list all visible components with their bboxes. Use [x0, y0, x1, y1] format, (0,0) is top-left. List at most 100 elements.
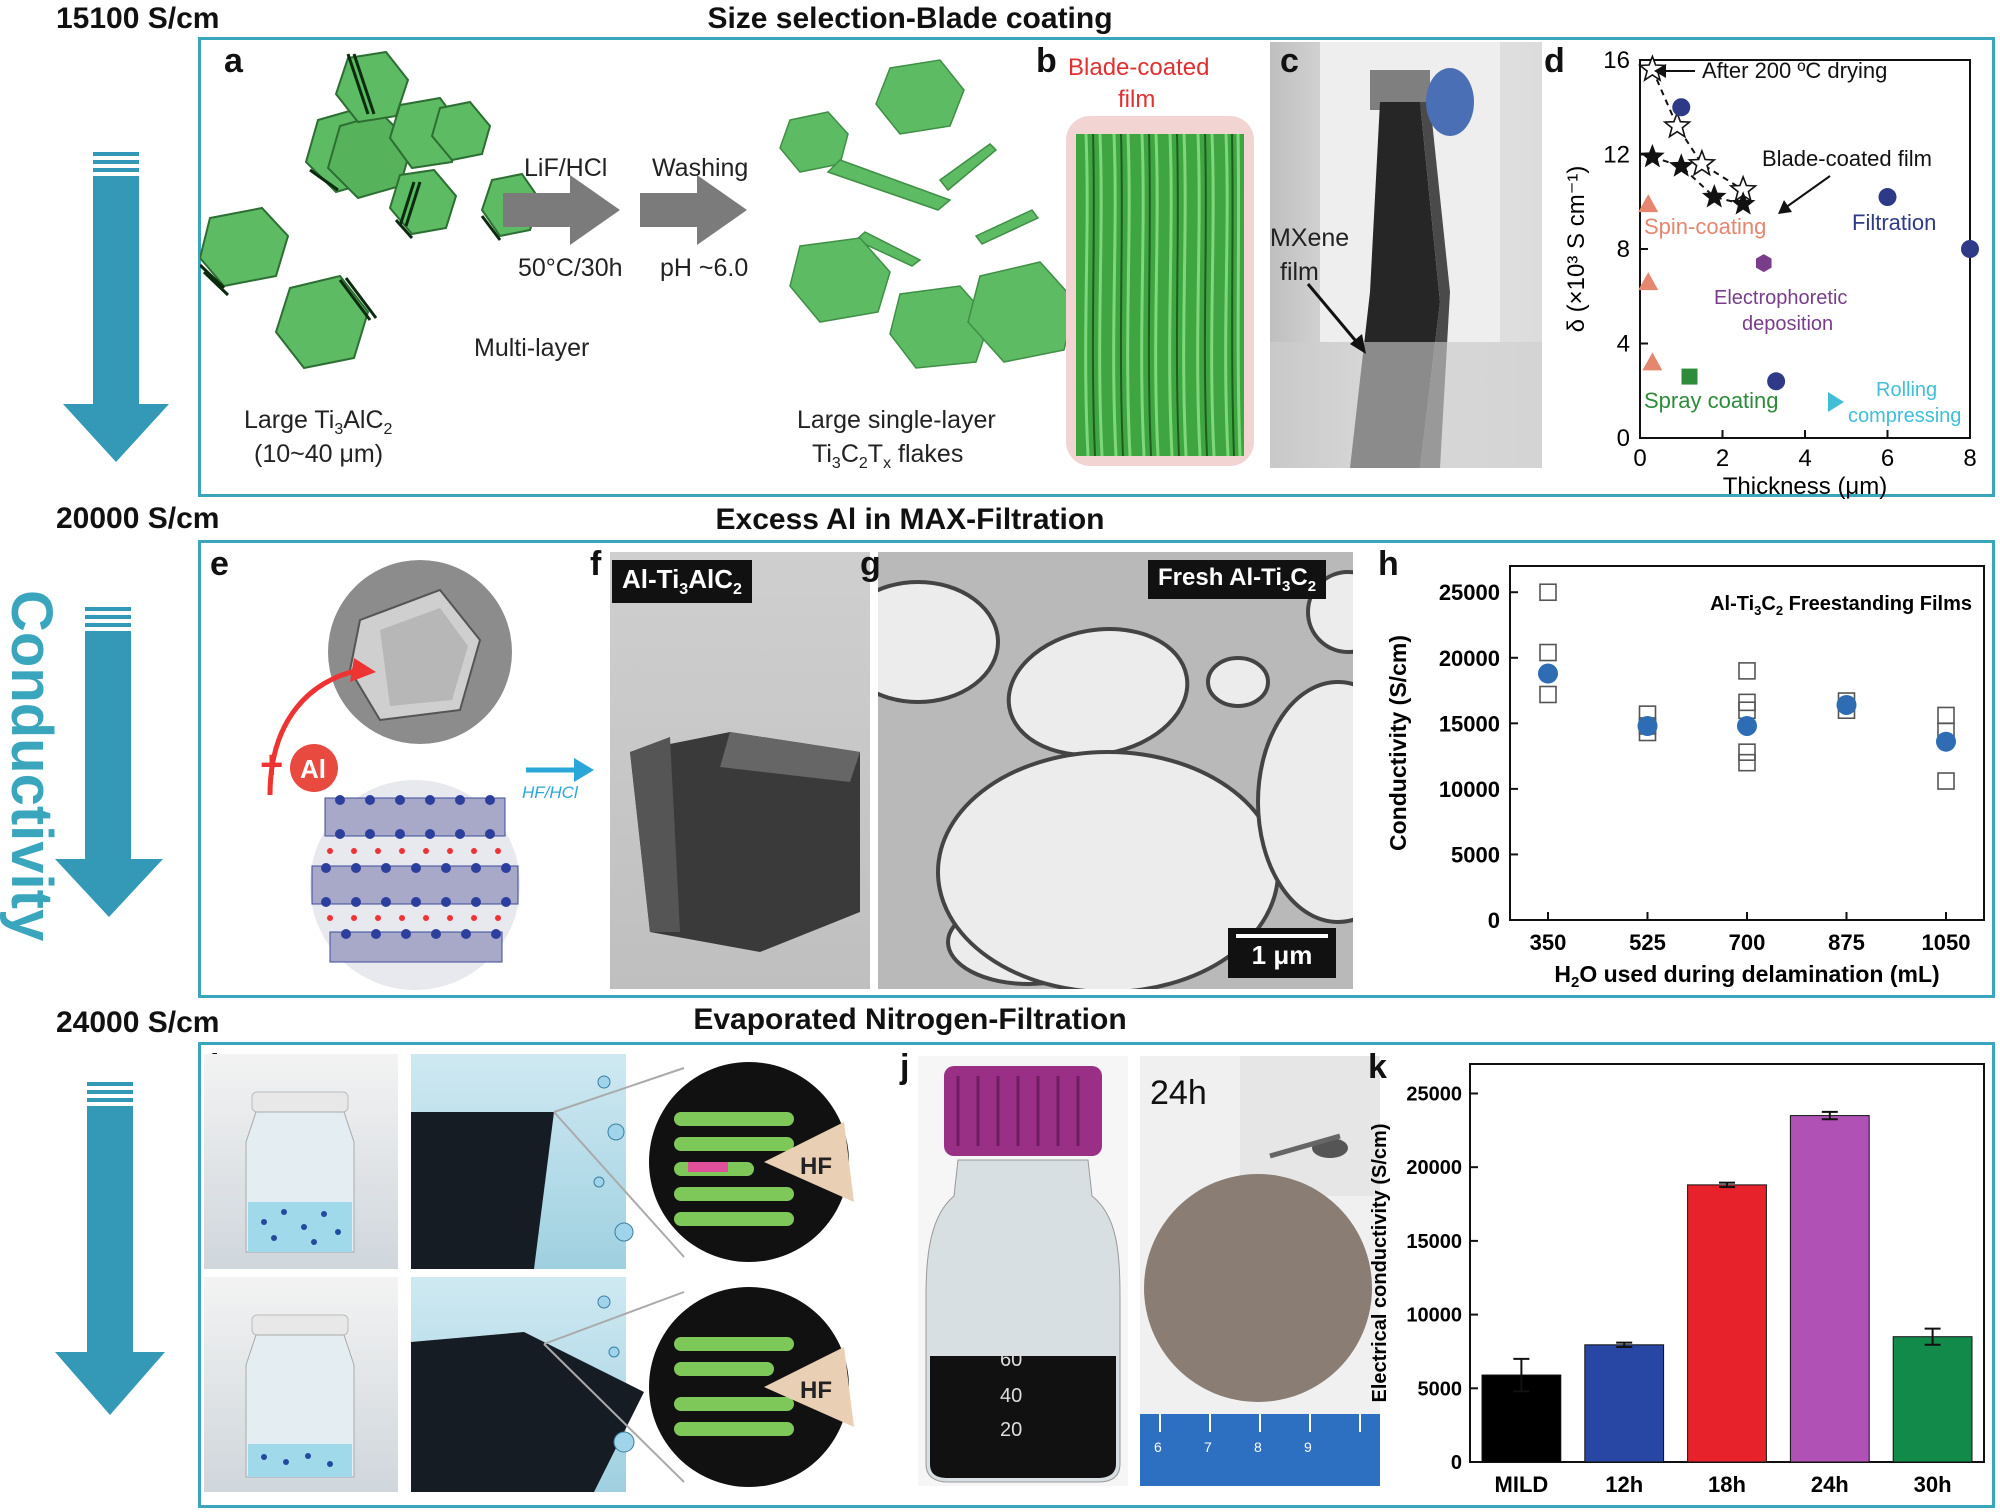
- bottle-mark-60: 60: [1000, 1349, 1022, 1371]
- x-tick-label: 12h: [1605, 1472, 1643, 1497]
- al-insertion-illustration: + Al HF/HCl: [260, 560, 594, 990]
- mxene-label-2: film: [1280, 258, 1319, 286]
- spin-coating-point: [1642, 352, 1663, 371]
- plot-frame: [1509, 565, 1985, 921]
- individual-point: [1539, 685, 1557, 704]
- ruler-9: 9: [1304, 1439, 1312, 1455]
- hf-label-top: HF: [800, 1153, 832, 1180]
- f-tag-s2: 2: [732, 581, 742, 599]
- x-tick-label: 875: [1828, 930, 1865, 955]
- filled-star-point: [1701, 184, 1727, 208]
- arrow1-bottom-label: 50°C/30h: [518, 254, 623, 282]
- y-tick-label: 10000: [1439, 777, 1500, 802]
- al-ti3alc2-photo: [610, 552, 870, 989]
- spin-coating-point: [1638, 272, 1659, 291]
- right-caption-line2: Ti3C2Tx flakes: [812, 440, 963, 473]
- bottle-mark-40: 40: [1000, 1385, 1022, 1407]
- left-caption-sub2: 2: [383, 421, 393, 438]
- panel-letter-b: b: [1036, 42, 1057, 80]
- y-tick-label: 20000: [1439, 646, 1500, 671]
- open-star-point: [1637, 54, 1667, 82]
- section-title-1: Size selection-Blade coating: [707, 2, 1113, 35]
- mean-point: [1836, 694, 1857, 715]
- annotation-blade-coated: Blade-coated film: [1762, 146, 1932, 171]
- x-tick-label: MILD: [1495, 1472, 1549, 1497]
- right-caption-line1: Large single-layer: [797, 406, 996, 434]
- y-axis-label: Electrical conductivity (S/cm): [1369, 1124, 1391, 1403]
- filled-star-point: [1640, 143, 1665, 168]
- blade-coated-title-1: Blade-coated: [1068, 54, 1210, 81]
- evaporation-illustration: HF HF: [204, 1054, 854, 1492]
- f-tag-b: AlC: [688, 564, 733, 594]
- y-tick-label: 8: [1617, 236, 1630, 263]
- individual-point: [1937, 772, 1955, 790]
- spin-coating-point: [1638, 194, 1659, 213]
- arrow-down-icon: [55, 607, 163, 917]
- panel-letter-d: d: [1544, 42, 1565, 80]
- plus-sign: +: [260, 743, 283, 787]
- annotation-arrowhead: [1654, 64, 1666, 78]
- filled-star-point: [1668, 153, 1694, 177]
- scale-bar: 1 μm: [1228, 928, 1336, 978]
- y-tick-label: 0: [1617, 425, 1630, 452]
- mean-point: [1637, 715, 1658, 736]
- conductivity-value-2: 20000 S/cm: [56, 502, 220, 535]
- conductivity-value-3: 24000 S/cm: [56, 1006, 220, 1039]
- individual-point: [1539, 643, 1557, 662]
- mean-point: [1538, 663, 1558, 684]
- filtration-point: [1878, 188, 1897, 207]
- x-tick-label: 24h: [1811, 1472, 1849, 1497]
- series-line: [1652, 155, 1744, 206]
- mxene-pointer-arrow: [1306, 283, 1366, 354]
- x-tick-label: 8: [1963, 445, 1976, 472]
- y-tick-label: 16: [1603, 47, 1630, 74]
- y-tick-label: 0: [1488, 908, 1500, 933]
- arrow2-top-label: Washing: [652, 154, 749, 182]
- panel-letter-e: e: [210, 545, 229, 583]
- rc-s3: x: [883, 455, 892, 472]
- section-title-3: Evaporated Nitrogen-Filtration: [693, 1003, 1127, 1036]
- y-axis-label: Conductivity (S/cm): [1385, 635, 1411, 851]
- tem-image: [878, 552, 1353, 989]
- panel-letter-j: j: [900, 1048, 910, 1086]
- annotation-compressing: compressing: [1848, 405, 1961, 427]
- filled-star-point: [1730, 191, 1756, 215]
- y-tick-label: 0: [1451, 1452, 1462, 1474]
- y-axis-label: δ (×10³ S cm⁻¹): [1563, 166, 1590, 333]
- rc-s2: 2: [858, 455, 868, 472]
- section-title-2: Excess Al in MAX-Filtration: [715, 503, 1105, 536]
- left-caption-line1: Large Ti3AlC2: [244, 406, 392, 439]
- ruler-8: 8: [1254, 1439, 1262, 1455]
- rc-d: flakes: [891, 440, 964, 468]
- g-tag-s2: 2: [1307, 577, 1317, 595]
- bottle-mark-20: 20: [1000, 1419, 1022, 1441]
- x-tick-label: 30h: [1914, 1472, 1952, 1497]
- chart-title: Al-Ti3C2 Freestanding Films: [1710, 593, 1972, 618]
- panel-frame-1: [198, 37, 1995, 497]
- panel-frame-2: [198, 540, 1995, 998]
- rc-c: T: [867, 440, 884, 468]
- f-tag-a: Al-Ti: [622, 564, 680, 594]
- f-tag-s1: 3: [679, 581, 689, 599]
- annotation-filtration: Filtration: [1852, 210, 1936, 235]
- mxene-film-photo: [1270, 42, 1542, 468]
- x-tick-label: 6: [1881, 445, 1894, 472]
- film-disk-photo: 6 7 8 9: [1140, 1056, 1380, 1486]
- mean-point: [1936, 731, 1956, 752]
- annotation-arrowhead: [1778, 200, 1792, 214]
- annotation-spray-coating: Spray coating: [1644, 388, 1779, 413]
- x-tick-label: 1050: [1922, 930, 1971, 955]
- rc-s1: 3: [831, 455, 841, 472]
- bar-24h: [1789, 1115, 1870, 1463]
- x-tick-label: 700: [1729, 930, 1766, 955]
- bar-12h: [1584, 1344, 1665, 1463]
- hf-hcl-label: HF/HCl: [522, 783, 579, 802]
- y-tick-label: 5000: [1451, 842, 1500, 867]
- individual-point: [1937, 706, 1955, 725]
- filtration-point: [1767, 372, 1786, 391]
- x-tick-label: 4: [1798, 445, 1811, 472]
- x-tick-label: 18h: [1708, 1472, 1746, 1497]
- panel-letter-g: g: [860, 545, 881, 583]
- bottle-photo: 60 40 20: [918, 1056, 1128, 1486]
